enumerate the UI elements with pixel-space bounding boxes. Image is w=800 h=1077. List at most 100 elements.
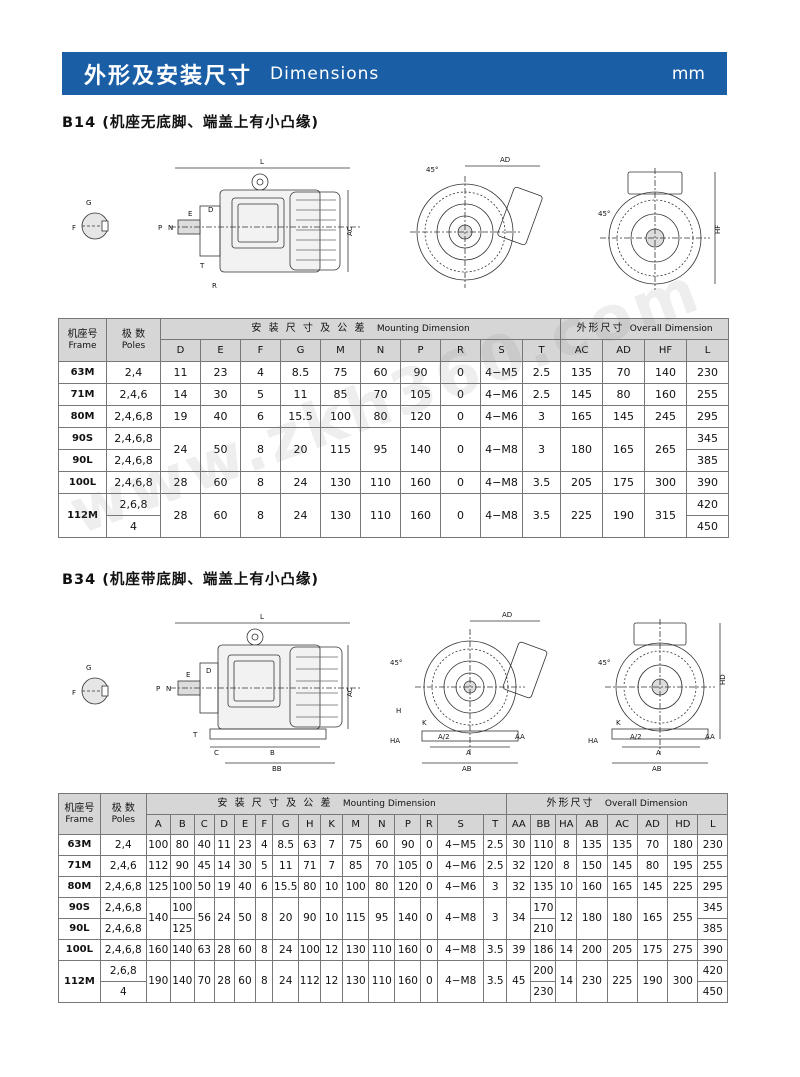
b34-label-aa: AA (515, 733, 525, 741)
b14-col-d: D (160, 339, 201, 362)
value-cell: 23 (200, 361, 241, 384)
value-cell: 165 (636, 897, 669, 940)
poles-cell: 2,4,6 (106, 383, 161, 406)
value-cell: 160 (400, 493, 441, 538)
value-cell: 175 (636, 939, 669, 961)
b34-col-ha: HA (555, 814, 578, 835)
value-cell: 110 (368, 939, 396, 961)
value-cell: 28 (213, 939, 235, 961)
frame-cell: 100L (58, 939, 101, 961)
value-cell: 60 (200, 493, 241, 538)
value-cell: 125 (169, 918, 195, 940)
value-cell: 175 (602, 471, 646, 494)
value-cell: 28 (160, 471, 201, 494)
value-cell: 32 (506, 855, 532, 877)
value-cell: 300 (667, 960, 699, 1003)
poles-cell: 2,4,6,8 (99, 939, 147, 961)
value-cell: 255 (686, 383, 730, 406)
value-cell: 0 (440, 405, 481, 428)
value-cell: 130 (342, 939, 370, 961)
b34-shaft-section: G F (72, 664, 109, 705)
value-cell: 120 (394, 876, 422, 898)
value-cell: 28 (160, 493, 201, 538)
value-cell: 145 (560, 383, 604, 406)
value-cell: 3.5 (521, 493, 562, 538)
b14-col-ad: AD (602, 339, 646, 362)
value-cell: 180 (667, 834, 699, 856)
value-cell: 390 (686, 471, 730, 494)
value-cell: 100 (342, 876, 370, 898)
value-cell: 145 (602, 405, 646, 428)
frame-cell: 100L (58, 471, 107, 494)
value-cell: 90 (394, 834, 422, 856)
value-cell: 112 (298, 960, 322, 1003)
value-cell: 3 (483, 897, 508, 940)
value-cell: 3.5 (521, 471, 562, 494)
value-cell: 225 (606, 960, 638, 1003)
b34-label-k: K (422, 719, 427, 727)
b14-col-r: R (440, 339, 481, 362)
value-cell: 39 (506, 939, 532, 961)
frame-cell: 90S (58, 897, 101, 919)
value-cell: 140 (394, 897, 422, 940)
b34-col-r: R (420, 814, 439, 835)
b34-col-k: K (320, 814, 344, 835)
value-cell: 75 (342, 834, 370, 856)
value-cell: 385 (697, 918, 728, 940)
value-cell: 50 (200, 427, 241, 472)
value-cell: 70 (636, 834, 669, 856)
b34-label-a2-b: A/2 (630, 733, 642, 741)
b14-label-n: N (168, 224, 173, 232)
b34-label-f: F (72, 689, 76, 697)
value-cell: 24 (272, 939, 300, 961)
b14-col-p: P (400, 339, 441, 362)
value-cell: 71 (298, 855, 322, 877)
banner-title-cn: 外形及安装尺寸 (84, 63, 253, 89)
value-cell: 100 (320, 405, 361, 428)
value-cell: 60 (233, 939, 257, 961)
value-cell: 100 (298, 939, 322, 961)
value-cell: 230 (686, 361, 730, 384)
value-cell: 205 (606, 939, 638, 961)
value-cell: 4−M8 (480, 471, 523, 494)
value-cell: 170 (530, 897, 557, 919)
value-cell: 70 (193, 960, 215, 1003)
value-cell: 165 (606, 876, 638, 898)
value-cell: 160 (400, 471, 441, 494)
value-cell: 225 (560, 493, 604, 538)
value-cell: 115 (320, 427, 361, 472)
frame-cell: 71M (58, 383, 107, 406)
value-cell: 4−M8 (437, 960, 485, 1003)
value-cell: 255 (697, 855, 728, 877)
b34-col-b: B (169, 814, 195, 835)
value-cell: 120 (530, 855, 557, 877)
b34-label-c: C (214, 749, 219, 757)
value-cell: 420 (697, 960, 728, 982)
value-cell: 14 (160, 383, 201, 406)
b14-col-ac: AC (560, 339, 604, 362)
value-cell: 6 (240, 405, 281, 428)
value-cell: 0 (420, 855, 439, 877)
value-cell: 24 (160, 427, 201, 472)
value-cell: 0 (420, 834, 439, 856)
frame-cell: 63M (58, 361, 107, 384)
value-cell: 30 (233, 855, 257, 877)
value-cell: 40 (193, 834, 215, 856)
value-cell: 50 (193, 876, 215, 898)
b34-label-g: G (86, 664, 91, 672)
b34-label-h: H (396, 707, 401, 715)
b14-label-f: F (72, 224, 76, 232)
b14-label-l: L (260, 158, 264, 166)
value-cell: 190 (145, 960, 171, 1003)
value-cell: 210 (530, 918, 557, 940)
value-cell: 28 (213, 960, 235, 1003)
value-cell: 125 (145, 876, 171, 898)
value-cell: 85 (342, 855, 370, 877)
b34-front-view: HD 45° HA K A/2 A AA AB (588, 619, 727, 773)
